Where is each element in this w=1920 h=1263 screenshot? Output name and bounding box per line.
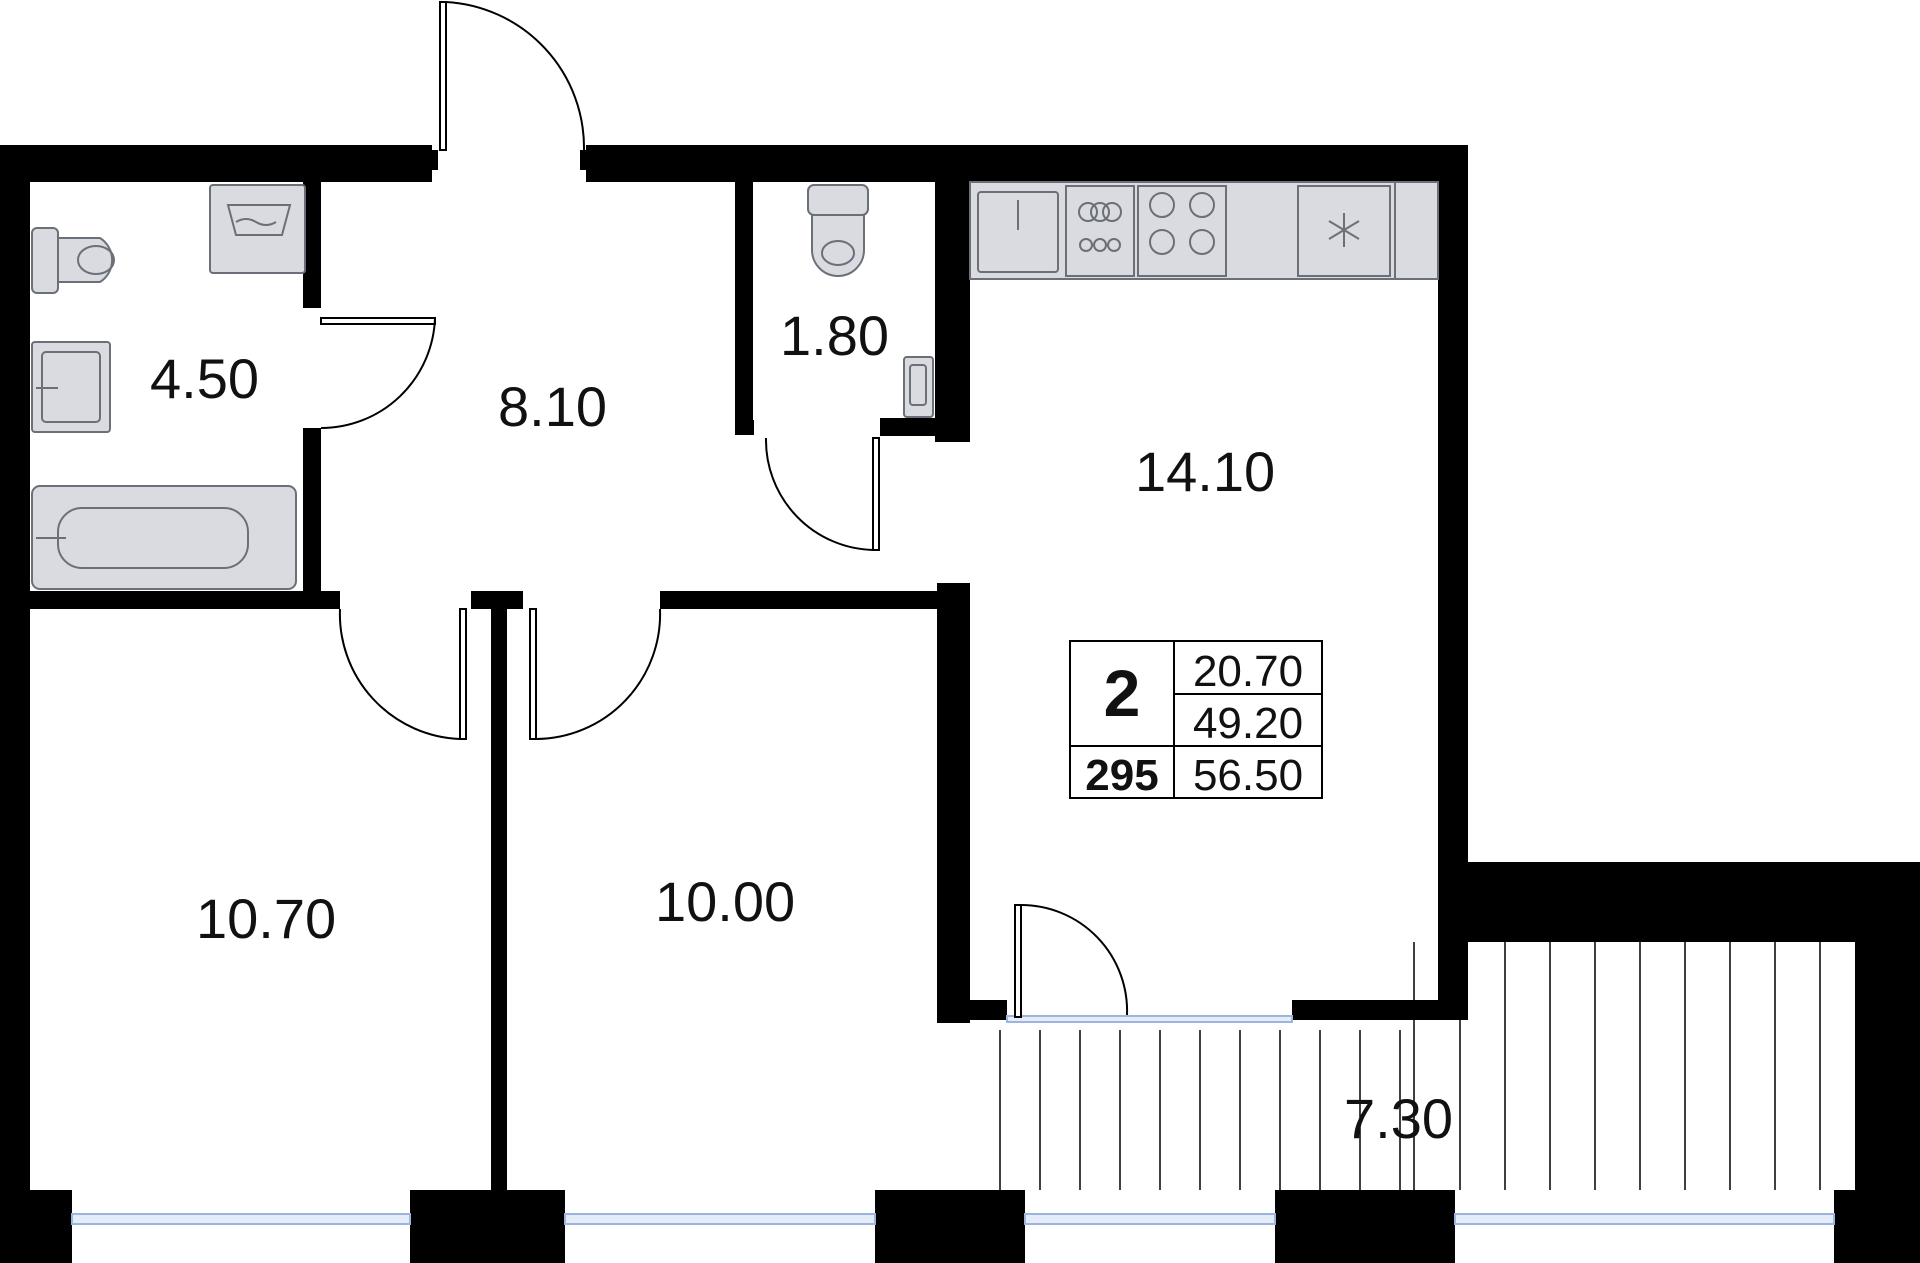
room-area-kitchen: 14.10 bbox=[1135, 440, 1275, 503]
room-area-balcony: 7.30 bbox=[1344, 1087, 1453, 1150]
door-swing-icon bbox=[764, 437, 880, 551]
door-swing-icon bbox=[338, 608, 467, 740]
living-area: 20.70 bbox=[1193, 647, 1303, 696]
sink-icon bbox=[31, 341, 111, 433]
stove-icon bbox=[1137, 185, 1227, 277]
walls bbox=[0, 145, 1920, 1263]
area-without-balcony: 49.20 bbox=[1193, 699, 1303, 748]
door-swing-icon bbox=[320, 317, 436, 429]
bathtub-icon bbox=[31, 485, 297, 590]
sink-icon bbox=[903, 356, 934, 418]
rooms-count: 2 bbox=[1104, 656, 1141, 730]
toilet-icon bbox=[807, 184, 869, 277]
apartment-number: 295 bbox=[1085, 751, 1158, 800]
sink-icon bbox=[977, 191, 1059, 273]
room-area-bedroom-middle: 10.00 bbox=[655, 870, 795, 933]
room-area-hallway: 8.10 bbox=[498, 375, 607, 438]
room-area-bedroom-left: 10.70 bbox=[196, 887, 336, 950]
door-swing-icon bbox=[439, 1, 586, 151]
door-swing-icon bbox=[529, 608, 662, 740]
windows bbox=[71, 1015, 1835, 1225]
refrigerator-icon bbox=[1297, 185, 1391, 277]
kitchen-counter bbox=[969, 181, 1439, 280]
door-swing-icon bbox=[1014, 904, 1129, 1018]
dishwasher-icon bbox=[1065, 185, 1135, 277]
toilet-icon bbox=[31, 227, 115, 294]
room-area-toilet: 1.80 bbox=[780, 304, 889, 367]
balcony-railing bbox=[999, 942, 1821, 1190]
washing-machine-icon bbox=[209, 184, 306, 274]
total-area: 56.50 bbox=[1193, 751, 1303, 800]
apartment-summary: 2 295 20.70 49.20 56.50 bbox=[1069, 640, 1323, 800]
room-area-bathroom: 4.50 bbox=[150, 347, 259, 410]
